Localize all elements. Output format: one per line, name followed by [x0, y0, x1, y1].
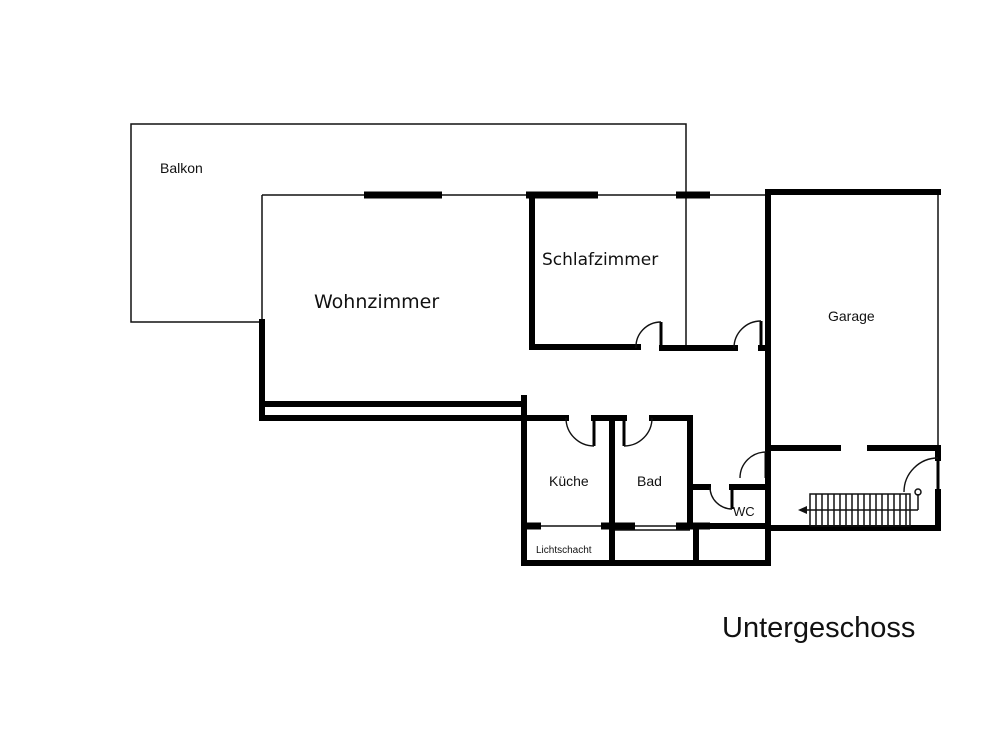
room-label-wohnzimmer: Wohnzimmer	[314, 291, 439, 313]
room-label-bad: Bad	[637, 473, 662, 489]
doors	[565, 320, 940, 510]
stair-arrow-icon	[798, 506, 807, 514]
thick-walls	[259, 189, 941, 566]
balcony-outline	[130, 123, 687, 323]
thin-walls	[261, 194, 939, 531]
room-label-balkon: Balkon	[160, 160, 203, 176]
room-label-schlafzimmer: Schlafzimmer	[542, 250, 658, 270]
staircase	[798, 488, 922, 527]
stair-start-marker	[914, 488, 922, 496]
room-label-kueche: Küche	[549, 473, 589, 489]
floor-title: Untergeschoss	[722, 612, 915, 644]
room-label-wc: WC	[733, 504, 755, 519]
room-label-lichtschacht: Lichtschacht	[536, 545, 592, 556]
room-label-garage: Garage	[828, 308, 875, 324]
